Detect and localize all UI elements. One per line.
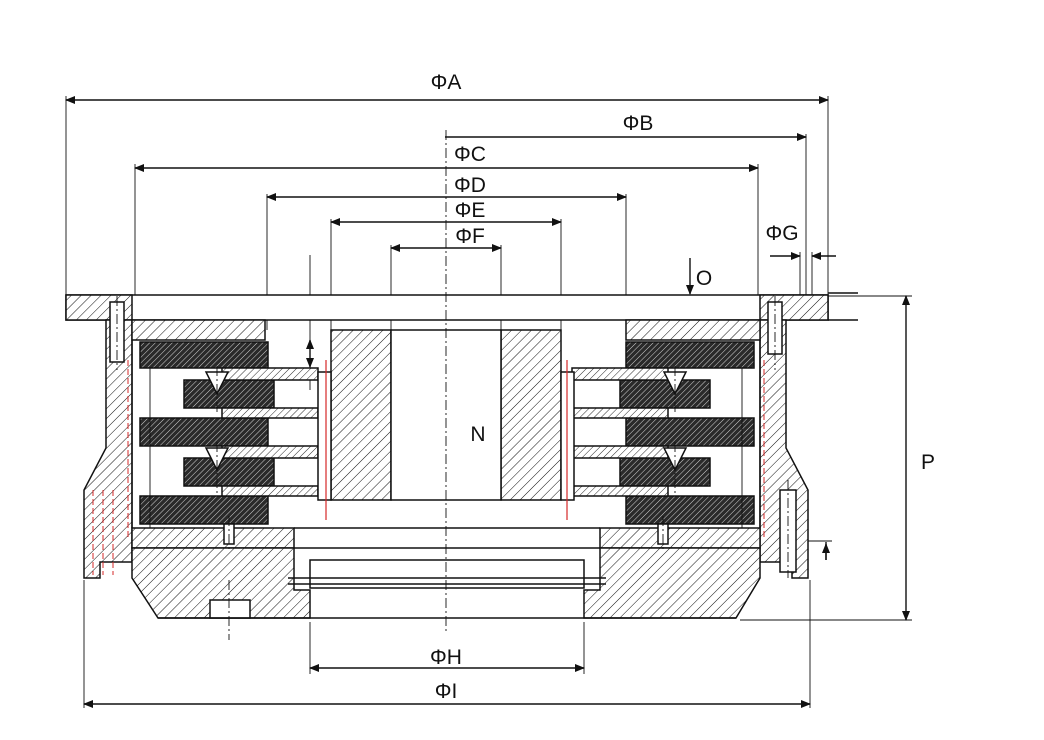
label-b: ΦB [623,112,654,135]
label-i: ΦI [435,680,458,703]
label-p: P [921,451,935,474]
red-markers [92,360,765,575]
label-c: ΦC [454,143,486,166]
label-o: O [696,267,712,290]
label-g: ΦG [765,222,798,245]
center-lines [116,130,789,640]
label-f: ΦF [455,225,485,248]
label-d: ΦD [454,174,486,197]
label-a: ΦA [431,71,462,94]
assembly-section [65,292,858,619]
dimension-labels: ΦA ΦB ΦC ΦD ΦE ΦF ΦG O N P ΦH ΦI [430,71,935,703]
label-n: N [470,423,485,446]
label-h: ΦH [430,646,462,669]
label-e: ΦE [455,199,486,222]
